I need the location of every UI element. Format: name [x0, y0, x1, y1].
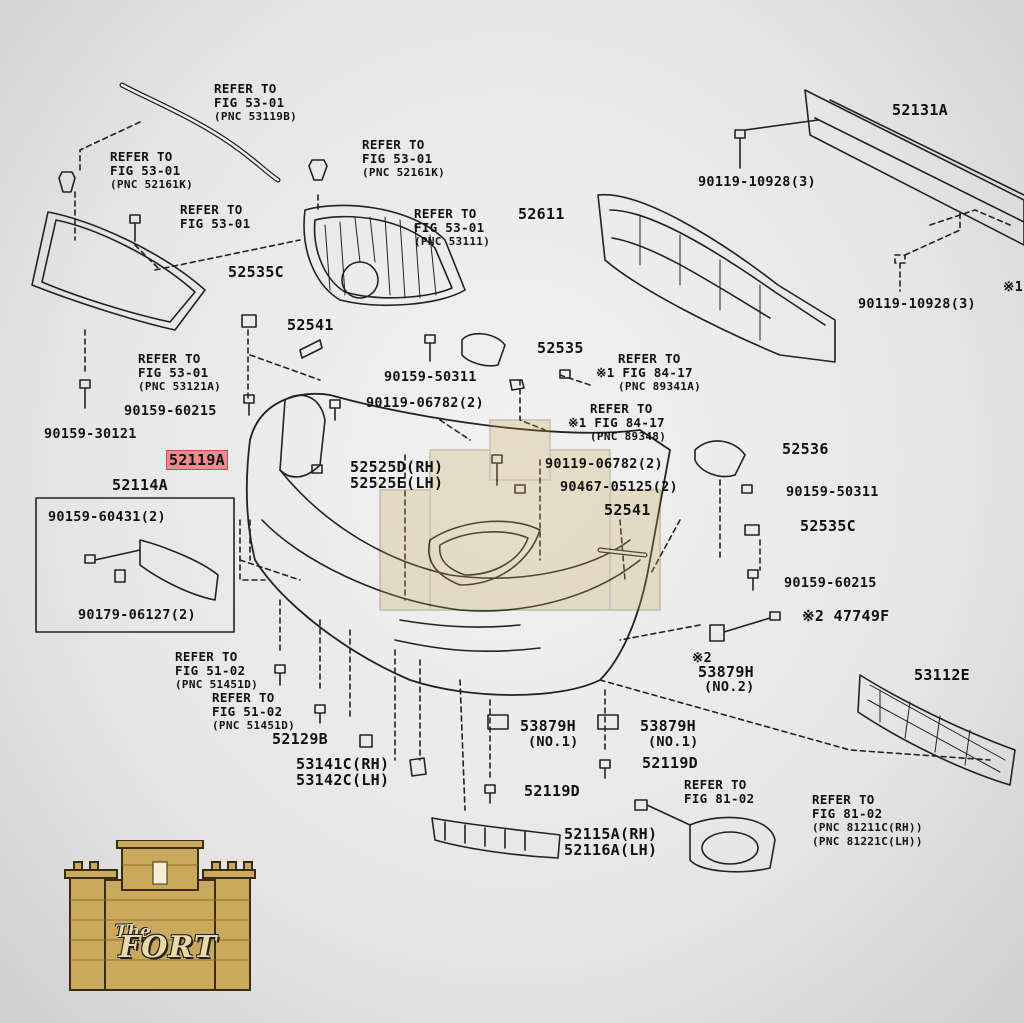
ref-line: FIG 81-02: [812, 806, 883, 821]
watermark-castle-icon: [379, 419, 661, 611]
ref-89348: REFER TO ※1 FIG 84-17 (PNC 89348): [568, 402, 666, 444]
ref-line: FIG 53-01: [414, 220, 485, 235]
ref-53121a: REFER TO FIG 53-01 (PNC 53121A): [138, 352, 221, 394]
part-53112e: 53112E: [914, 666, 970, 684]
ref-line: FIG 53-01: [214, 95, 285, 110]
part-52541-top: 52541: [287, 316, 334, 334]
part-90159-60431: 90159-60431(2): [48, 509, 166, 525]
ref-line: FIG 53-01: [180, 216, 251, 231]
ref-line: ※1 FIG 84-17: [568, 415, 665, 430]
part-53879h-a-sub: (NO.1): [528, 734, 579, 750]
ref-pnc: (PNC 81211C(RH)): [812, 821, 923, 834]
ref-line: REFER TO: [362, 137, 425, 152]
ref-line: FIG 53-01: [138, 365, 209, 380]
part-52611: 52611: [518, 205, 565, 223]
ref-53111: REFER TO FIG 53-01 (PNC 53111): [414, 207, 490, 249]
part-90119-10928-a: 90119-10928(3): [698, 174, 816, 190]
ref-53119b: REFER TO FIG 53-01 (PNC 53119B): [214, 82, 297, 124]
ref-line: REFER TO: [812, 792, 875, 807]
part-52131a: 52131A: [892, 101, 948, 119]
part-53879h-b-sub: (NO.1): [648, 734, 699, 750]
part-47749f: ※2 47749F: [802, 607, 890, 625]
ref-line: REFER TO: [414, 206, 477, 221]
ref-81-02-a: REFER TO FIG 81-02: [684, 778, 754, 806]
ref-pnc: (PNC 89341A): [618, 380, 702, 393]
ref-52161k-mid: REFER TO FIG 53-01 (PNC 52161K): [362, 138, 445, 180]
part-52115a: 52115A(RH): [564, 825, 658, 843]
part-53142c: 53142C(LH): [296, 771, 390, 789]
ref-pnc: (PNC 52161K): [110, 178, 194, 191]
part-52119d-a: 52119D: [642, 754, 698, 772]
part-90467-05125: 90467-05125(2): [560, 479, 678, 495]
part-90159-60215-a: 90159-60215: [124, 403, 217, 419]
ref-81-02-b: REFER TO FIG 81-02 (PNC 81211C(RH)) (PNC…: [812, 793, 923, 849]
part-52129b: 52129B: [272, 730, 328, 748]
part-90119-06782-a: 90119-06782(2): [366, 395, 484, 411]
ref-line: FIG 51-02: [212, 704, 283, 719]
part-90159-50311-b: 90159-50311: [786, 484, 879, 500]
part-53879h-no2: 53879H: [698, 663, 754, 681]
logo-fort-text: FORT: [118, 930, 218, 965]
ref-pnc: (PNC 81221C(LH)): [812, 835, 923, 848]
part-90159-30121: 90159-30121: [44, 426, 137, 442]
ref-line: FIG 81-02: [684, 791, 755, 806]
part-52541-mid: 52541: [604, 501, 651, 519]
ref-line: REFER TO: [138, 351, 201, 366]
part-52535c-mid: 52535C: [800, 517, 856, 535]
part-53879h-no2-note: ※2: [692, 650, 713, 666]
ref-line: REFER TO: [180, 202, 243, 217]
ref-line: ※1 FIG 84-17: [596, 365, 693, 380]
part-90159-60215-b: 90159-60215: [784, 575, 877, 591]
part-90119-06782-b: 90119-06782(2): [545, 456, 663, 472]
part-90159-50311-a: 90159-50311: [384, 369, 477, 385]
part-90179-06127: 90179-06127(2): [78, 607, 196, 623]
ref-52161k-left: REFER TO FIG 53-01 (PNC 52161K): [110, 150, 193, 192]
ref-line: FIG 53-01: [362, 151, 433, 166]
part-52116a: 52116A(LH): [564, 841, 658, 859]
ref-pnc: (PNC 51451D): [212, 719, 296, 732]
logo-the-text: The: [115, 922, 151, 942]
ref-pnc: (PNC 52161K): [362, 166, 446, 179]
ref-pnc: (PNC 51451D): [175, 678, 259, 691]
part-53879h-b: 53879H: [640, 717, 696, 735]
ref-line: REFER TO: [684, 777, 747, 792]
ref-line: REFER TO: [212, 690, 275, 705]
ref-pnc: (PNC 89348): [590, 430, 667, 443]
part-53141c: 53141C(RH): [296, 755, 390, 773]
ref-pnc: (PNC 53121A): [138, 380, 222, 393]
ref-pnc: (PNC 53111): [414, 235, 491, 248]
part-52114a: 52114A: [112, 476, 168, 494]
part-52119d-b: 52119D: [524, 782, 580, 800]
ref-line: FIG 51-02: [175, 663, 246, 678]
part-52525d: 52525D(RH): [350, 458, 444, 476]
ref-51451d-a: REFER TO FIG 51-02 (PNC 51451D): [175, 650, 258, 692]
part-52535: 52535: [537, 339, 584, 357]
part-52119a: 52119A: [166, 450, 228, 470]
part-note-x1: ※1: [1003, 279, 1024, 295]
ref-89341a: REFER TO ※1 FIG 84-17 (PNC 89341A): [596, 352, 701, 394]
part-53879h-no2-sub: (NO.2): [704, 679, 755, 695]
ref-pnc: (PNC 53119B): [214, 110, 298, 123]
part-52535c-top: 52535C: [228, 263, 284, 281]
ref-line: REFER TO: [110, 149, 173, 164]
ref-line: FIG 53-01: [110, 163, 181, 178]
part-90119-10928-b: 90119-10928(3): [858, 296, 976, 312]
ref-line: REFER TO: [175, 649, 238, 664]
ref-51451d-b: REFER TO FIG 51-02 (PNC 51451D): [212, 691, 295, 733]
part-53879h-a: 53879H: [520, 717, 576, 735]
ref-53-01-small: REFER TO FIG 53-01: [180, 203, 250, 231]
ref-line: REFER TO: [618, 351, 681, 366]
part-52525e: 52525E(LH): [350, 474, 444, 492]
ref-line: REFER TO: [214, 81, 277, 96]
ref-line: REFER TO: [590, 401, 653, 416]
part-52119a-highlight: 52119A: [166, 450, 228, 470]
the-fort-logo-castle-icon: [64, 840, 256, 991]
part-52536: 52536: [782, 440, 829, 458]
